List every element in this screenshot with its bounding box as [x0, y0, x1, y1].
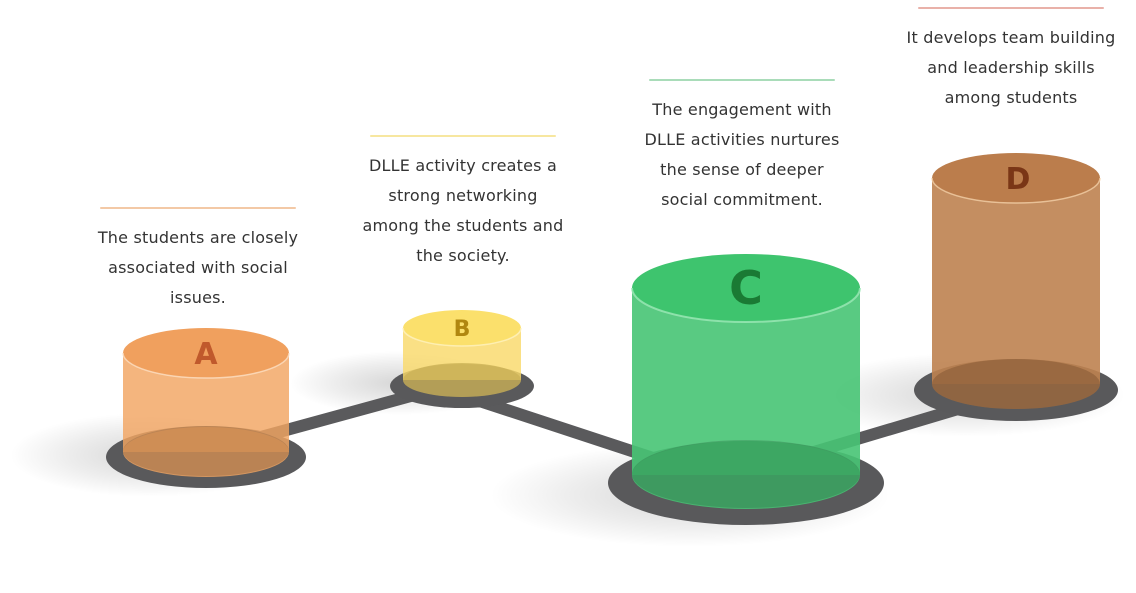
cylinder-a-inner-bottom: [123, 426, 289, 476]
cylinder-d: D: [914, 153, 1118, 421]
connector-line: [244, 382, 1021, 486]
caption-c: The engagement with DLLE activities nurt…: [640, 79, 844, 215]
cylinder-c-rim: [631, 287, 861, 323]
letter-a: A: [194, 337, 218, 372]
cylinder-b-inner-bottom: [403, 363, 521, 397]
cylinder-b-top: [403, 310, 521, 346]
caption-b-text: DLLE activity creates a strong networkin…: [362, 156, 564, 265]
cylinder-c: C: [608, 254, 884, 525]
cylinder-a-rim: [122, 352, 290, 379]
caption-a: The students are closely associated with…: [92, 207, 304, 313]
cylinder-d-inner-bottom: [932, 359, 1100, 409]
cylinder-b-rim: [402, 327, 522, 347]
caption-d-text: It develops team building and leadership…: [906, 28, 1116, 107]
caption-d: It develops team building and leadership…: [906, 7, 1116, 113]
caption-d-rule: [918, 7, 1104, 9]
caption-b-rule: [370, 135, 556, 137]
caption-a-rule: [100, 207, 296, 209]
letter-c: C: [729, 261, 763, 315]
caption-a-text: The students are closely associated with…: [97, 228, 299, 307]
caption-b: DLLE activity creates a strong networkin…: [362, 135, 564, 271]
caption-c-text: The engagement with DLLE activities nurt…: [644, 100, 840, 209]
caption-c-rule: [649, 79, 835, 81]
cylinder-b: B: [390, 310, 534, 408]
cylinder-d-top: [932, 153, 1100, 203]
cylinder-d-rim: [931, 177, 1101, 204]
cylinder-c-inner-bottom: [632, 440, 860, 508]
cylinder-a-top: [123, 328, 289, 378]
cylinder-d-body: [932, 178, 1100, 384]
cylinder-c-top: [632, 254, 860, 322]
cylinder-a: A: [106, 328, 306, 488]
letter-b: B: [454, 317, 471, 342]
letter-d: D: [1006, 162, 1031, 197]
